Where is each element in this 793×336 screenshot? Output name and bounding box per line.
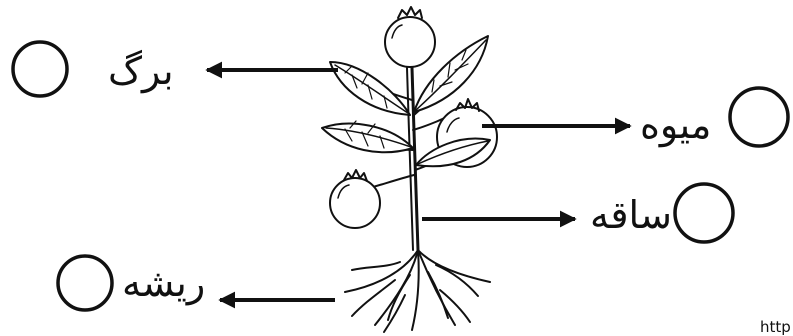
answer-circle-fruit	[730, 88, 788, 146]
footer-url-fragment: http	[760, 318, 791, 336]
plant-illustration	[322, 7, 497, 332]
answer-circle-leaf	[13, 42, 67, 96]
label-root: ریشه	[122, 264, 205, 302]
answer-circle-root	[58, 256, 112, 310]
answer-circle-stem	[675, 184, 733, 242]
label-stem: ساقه	[590, 196, 672, 234]
label-leaf: برگ	[108, 52, 174, 90]
label-fruit: میوه	[640, 106, 711, 144]
